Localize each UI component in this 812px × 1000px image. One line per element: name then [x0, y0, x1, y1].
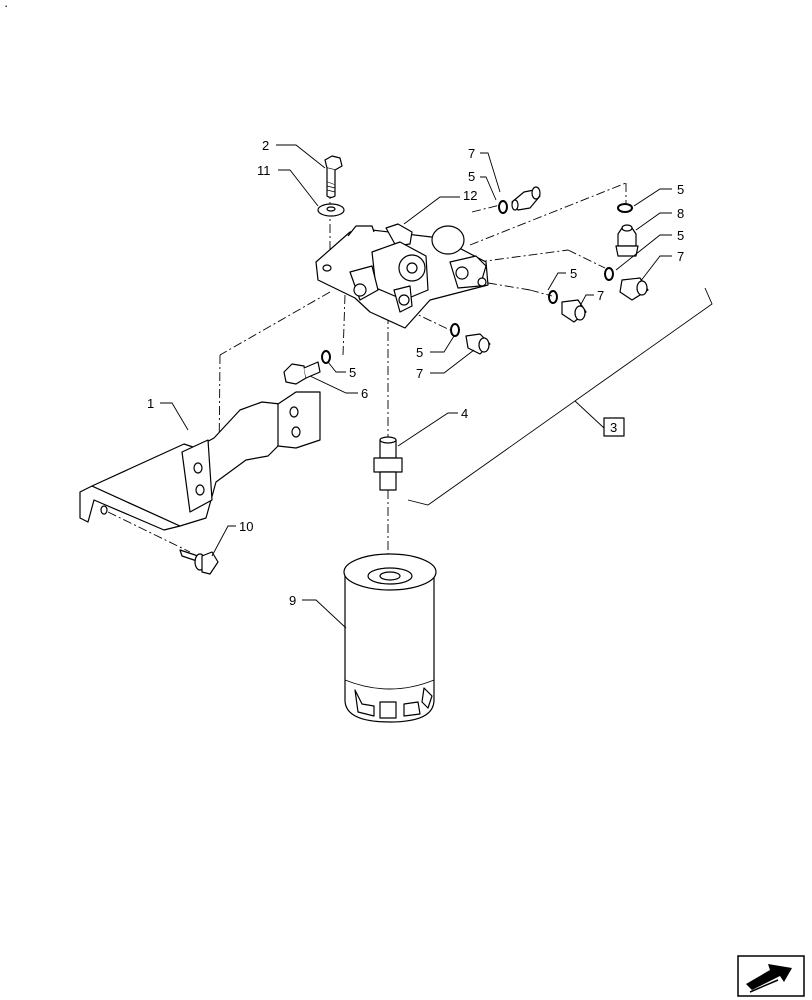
callout-labels: 2 11 12 7 5 5 8 5 7 5 7 5 7 5 6 4 1 3 10… — [147, 138, 684, 608]
callout-5e: 5 — [416, 345, 423, 360]
filter-head-part-12[interactable] — [315, 223, 489, 329]
callout-11: 11 — [257, 163, 271, 178]
callout-5d: 5 — [570, 266, 577, 281]
flange-bolt-part-10[interactable] — [179, 549, 219, 575]
callout-5f: 5 — [349, 365, 356, 380]
callout-5a: 5 — [468, 169, 475, 184]
callout-5c: 5 — [677, 228, 684, 243]
callout-10: 10 — [239, 519, 253, 534]
callout-7c: 7 — [597, 288, 604, 303]
callout-12: 12 — [463, 188, 477, 203]
assembly-center-lines — [107, 182, 627, 575]
callout-9: 9 — [289, 593, 296, 608]
callout-7a: 7 — [468, 146, 475, 161]
bolt-part-6[interactable] — [283, 361, 321, 385]
fitting-part-7-mid[interactable] — [561, 299, 587, 323]
nipple-part-4[interactable] — [373, 436, 403, 491]
fitting-part-7-right[interactable] — [619, 277, 649, 301]
washer-part-11[interactable] — [317, 203, 345, 217]
fitting-part-7-top[interactable] — [511, 186, 541, 211]
callout-4: 4 — [461, 406, 468, 421]
callout-8: 8 — [677, 206, 684, 221]
callout-2: 2 — [262, 138, 269, 153]
filter-cartridge-part-9[interactable] — [343, 553, 437, 723]
callout-7d: 7 — [416, 366, 423, 381]
hex-bolt-part-2[interactable] — [324, 155, 343, 199]
callout-3-box — [603, 417, 625, 437]
o-rings-part-5[interactable] — [321, 200, 633, 364]
fitting-part-7-lower[interactable] — [465, 333, 491, 355]
bracket-part-1[interactable] — [79, 391, 321, 531]
arrow-nav-icon[interactable] — [737, 955, 805, 997]
group-bracket-3 — [407, 287, 713, 506]
callout-3: 3 — [610, 420, 617, 435]
callout-7b: 7 — [677, 249, 684, 264]
callout-1: 1 — [147, 396, 154, 411]
corner-mark: · — [4, 0, 8, 13]
leader-lines — [160, 144, 672, 629]
callout-5b: 5 — [677, 182, 684, 197]
fitting-part-8[interactable] — [615, 224, 639, 257]
callout-6: 6 — [361, 386, 368, 401]
